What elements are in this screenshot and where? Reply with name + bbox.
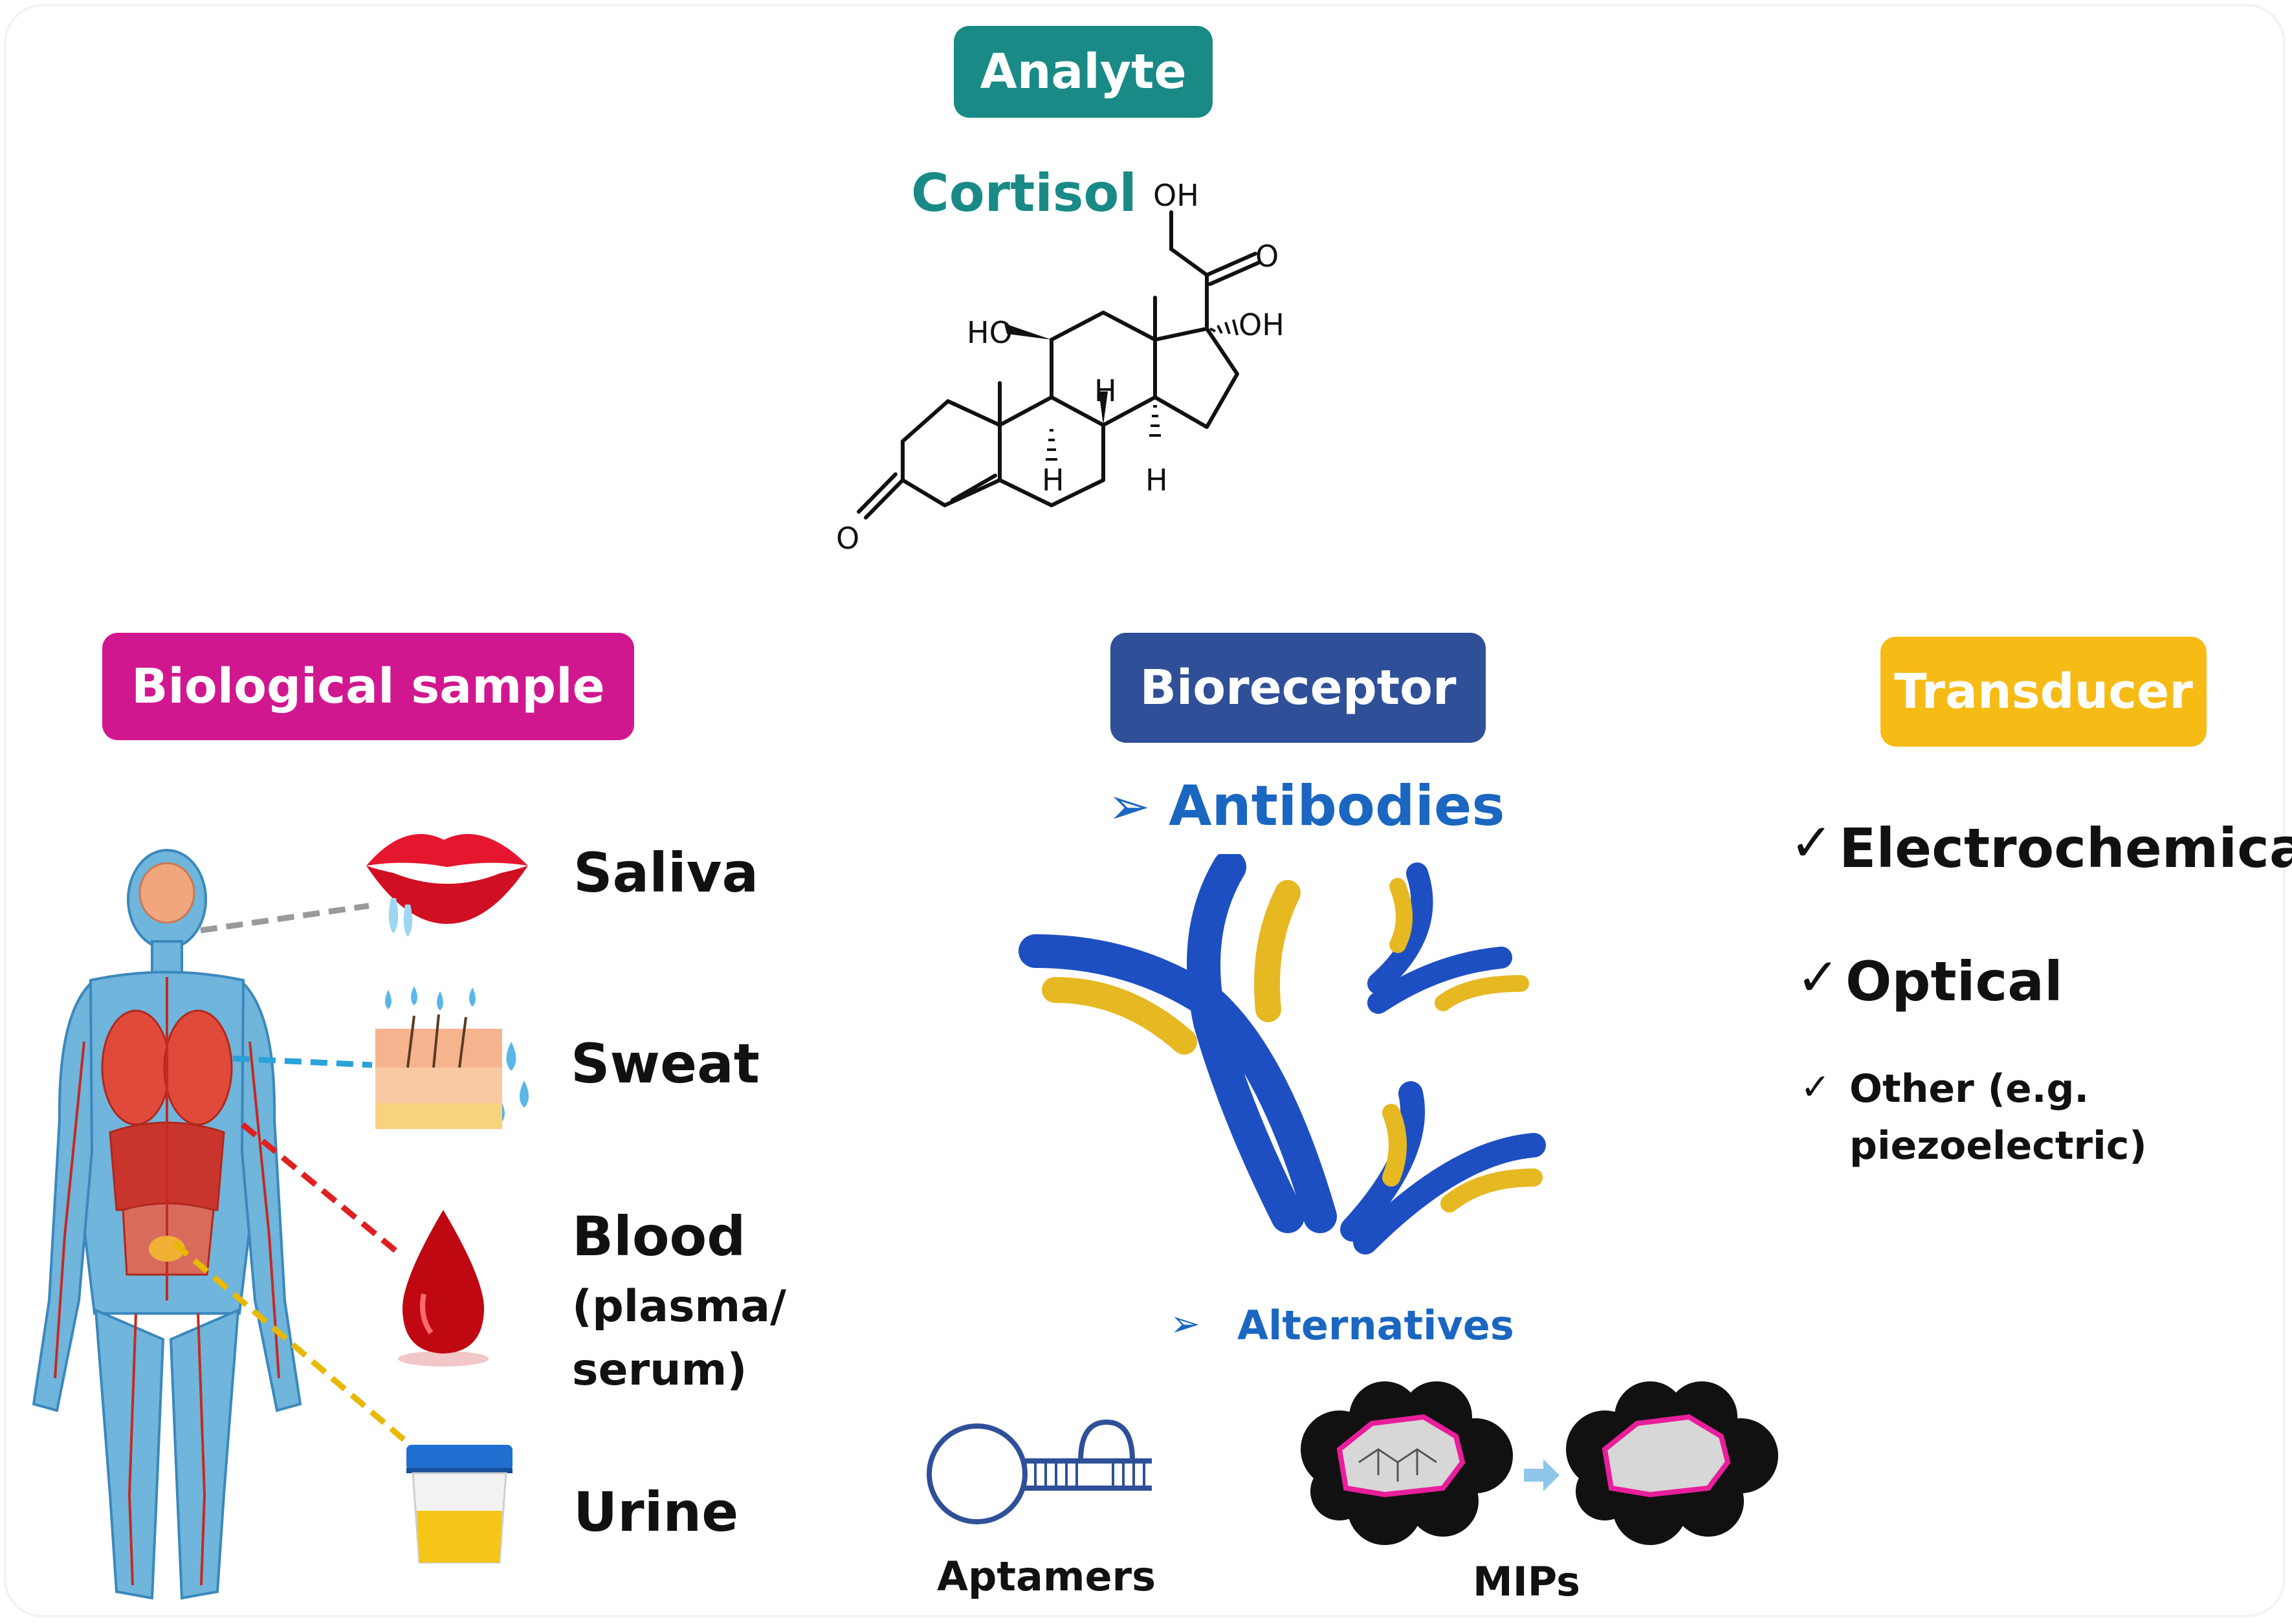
analyte-header: Analyte (954, 26, 1213, 118)
mips-label: MIPs (1473, 1558, 1581, 1605)
atom-h-1: H (1094, 373, 1117, 408)
blood-drop-icon (398, 1210, 489, 1366)
mip-icon (1301, 1381, 1778, 1545)
antibodies-illustration (1019, 854, 1546, 1255)
atom-o-left: O (836, 521, 859, 556)
sample-label-urine: Urine (573, 1480, 739, 1544)
lips-icon (366, 834, 528, 937)
sample-label-saliva: Saliva (573, 841, 759, 905)
transducer-check-electrochemical: ✓ (1790, 813, 1834, 873)
bioreceptor-header: Bioreceptor (1110, 633, 1486, 743)
diagram-frame (4, 4, 2286, 1618)
antibodies-arrow-icon: ➢ (1108, 778, 1151, 836)
transducer-option-other-2: piezoelectric) (1849, 1123, 2147, 1169)
saliva-connector (200, 903, 369, 934)
skin-sweat-icon (375, 986, 529, 1129)
transducer-option-electrochemical: Electrochemical (1839, 817, 2292, 880)
transducer-header: Transducer (1880, 637, 2207, 747)
urine-cup-icon (406, 1445, 512, 1564)
antibodies-label: Antibodies (1169, 774, 1505, 839)
cortisol-structure: OH O OH HO H H H O (836, 178, 1284, 556)
urine-connector (173, 1241, 410, 1445)
atom-h-3: H (1145, 463, 1168, 498)
human-body-icon (32, 849, 302, 1600)
atom-o-ketone: O (1255, 239, 1279, 274)
blood-connector (241, 1122, 400, 1255)
biological-sample-header: Biological sample (102, 633, 634, 740)
atom-ho-left: HO (967, 315, 1013, 350)
aptamers-label: Aptamers (937, 1553, 1156, 1600)
aptamer-icon (927, 1419, 1152, 1524)
analyte-name: Cortisol (911, 163, 1137, 223)
transducer-option-optical: Optical (1846, 950, 2063, 1013)
atom-oh-right: OH (1239, 307, 1284, 342)
transducer-check-optical: ✓ (1796, 947, 1840, 1007)
transducer-check-other: ✓ (1800, 1066, 1831, 1108)
sample-label-blood: Blood (572, 1205, 746, 1268)
atom-h-2: H (1042, 463, 1064, 498)
alternatives-arrow-icon: ➢ (1170, 1303, 1200, 1345)
sample-sublabel-blood-1: (plasma/ (572, 1281, 787, 1332)
alternatives-label: Alternatives (1237, 1302, 1514, 1349)
sample-label-sweat: Sweat (571, 1032, 760, 1095)
atom-oh-top: OH (1153, 178, 1199, 213)
transducer-option-other-1: Other (e.g. (1849, 1066, 2089, 1112)
sweat-connector (232, 1055, 373, 1068)
sample-sublabel-blood-2: serum) (572, 1344, 747, 1396)
